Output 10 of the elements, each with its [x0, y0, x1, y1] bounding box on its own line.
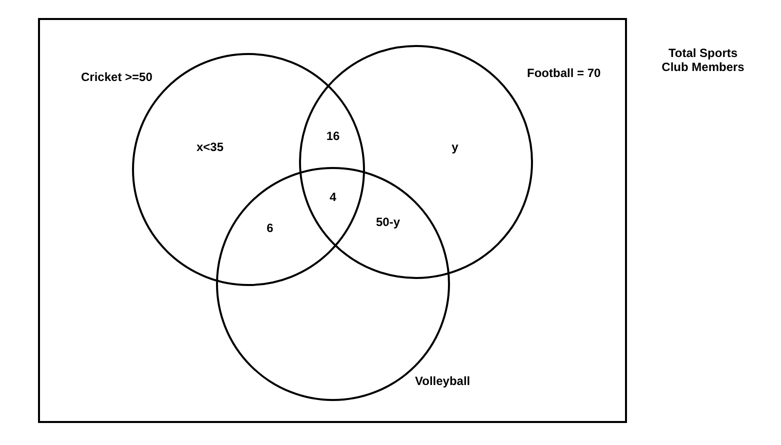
set-label: Football = 70: [527, 66, 601, 80]
region-value: 50-y: [376, 215, 400, 229]
set-label: Total Sports Club Members: [660, 46, 746, 74]
set-label: Cricket >=50: [81, 70, 152, 84]
region-value: x<35: [196, 140, 224, 154]
region-value: 4: [330, 190, 336, 204]
region-value: y: [452, 140, 458, 154]
region-value: 6: [266, 221, 274, 235]
region-value: 16: [326, 129, 340, 143]
set-label: Volleyball: [415, 374, 470, 388]
